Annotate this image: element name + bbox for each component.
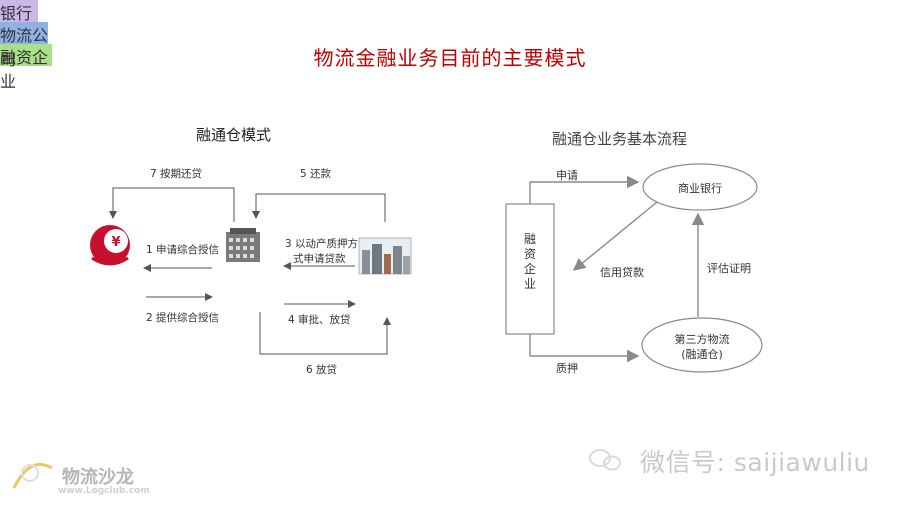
label-step2: 2 提供综合授信 — [146, 310, 219, 325]
wechat-icon — [590, 450, 620, 470]
logclub-logo-icon — [14, 464, 52, 488]
arrow-step7 — [113, 188, 234, 222]
right-diagram-title: 融通仓业务基本流程 — [552, 128, 687, 149]
right-thirdparty-label-1: 第三方物流 — [642, 331, 762, 347]
arrow-step5 — [256, 194, 385, 222]
label-step3-line2: 式申请贷款 — [293, 251, 346, 266]
right-thirdparty-label-2: (融通仓) — [642, 346, 762, 362]
svg-text:¥: ¥ — [111, 235, 120, 250]
arrow-credit-loan — [574, 202, 657, 270]
label-step3-line1: 3 以动产质押方 — [285, 236, 358, 251]
logclub-logo-url: www.Logclub.com — [58, 486, 150, 496]
label-step6: 6 放贷 — [306, 362, 337, 377]
label-evaluation: 评估证明 — [707, 260, 751, 276]
label-credit-loan: 信用贷款 — [600, 264, 644, 280]
label-step5: 5 还款 — [300, 166, 331, 181]
label-step1: 1 申请综合授信 — [146, 242, 219, 257]
logistics-building-icon — [226, 228, 260, 262]
right-enterprise-label: 融资企业 — [523, 232, 537, 292]
bank-logo-icon: ¥ — [90, 225, 130, 265]
right-bank-label: 商业银行 — [643, 180, 757, 196]
label-apply: 申请 — [556, 167, 578, 183]
label-pledge: 质押 — [556, 360, 578, 376]
label-step7: 7 按期还贷 — [150, 166, 202, 181]
enterprise-city-icon — [359, 238, 411, 274]
wechat-watermark: 微信号: saijiawuliu — [640, 443, 870, 479]
arrow-pledge — [530, 334, 638, 356]
label-step4: 4 审批、放贷 — [288, 312, 351, 327]
arrow-apply — [530, 182, 638, 204]
